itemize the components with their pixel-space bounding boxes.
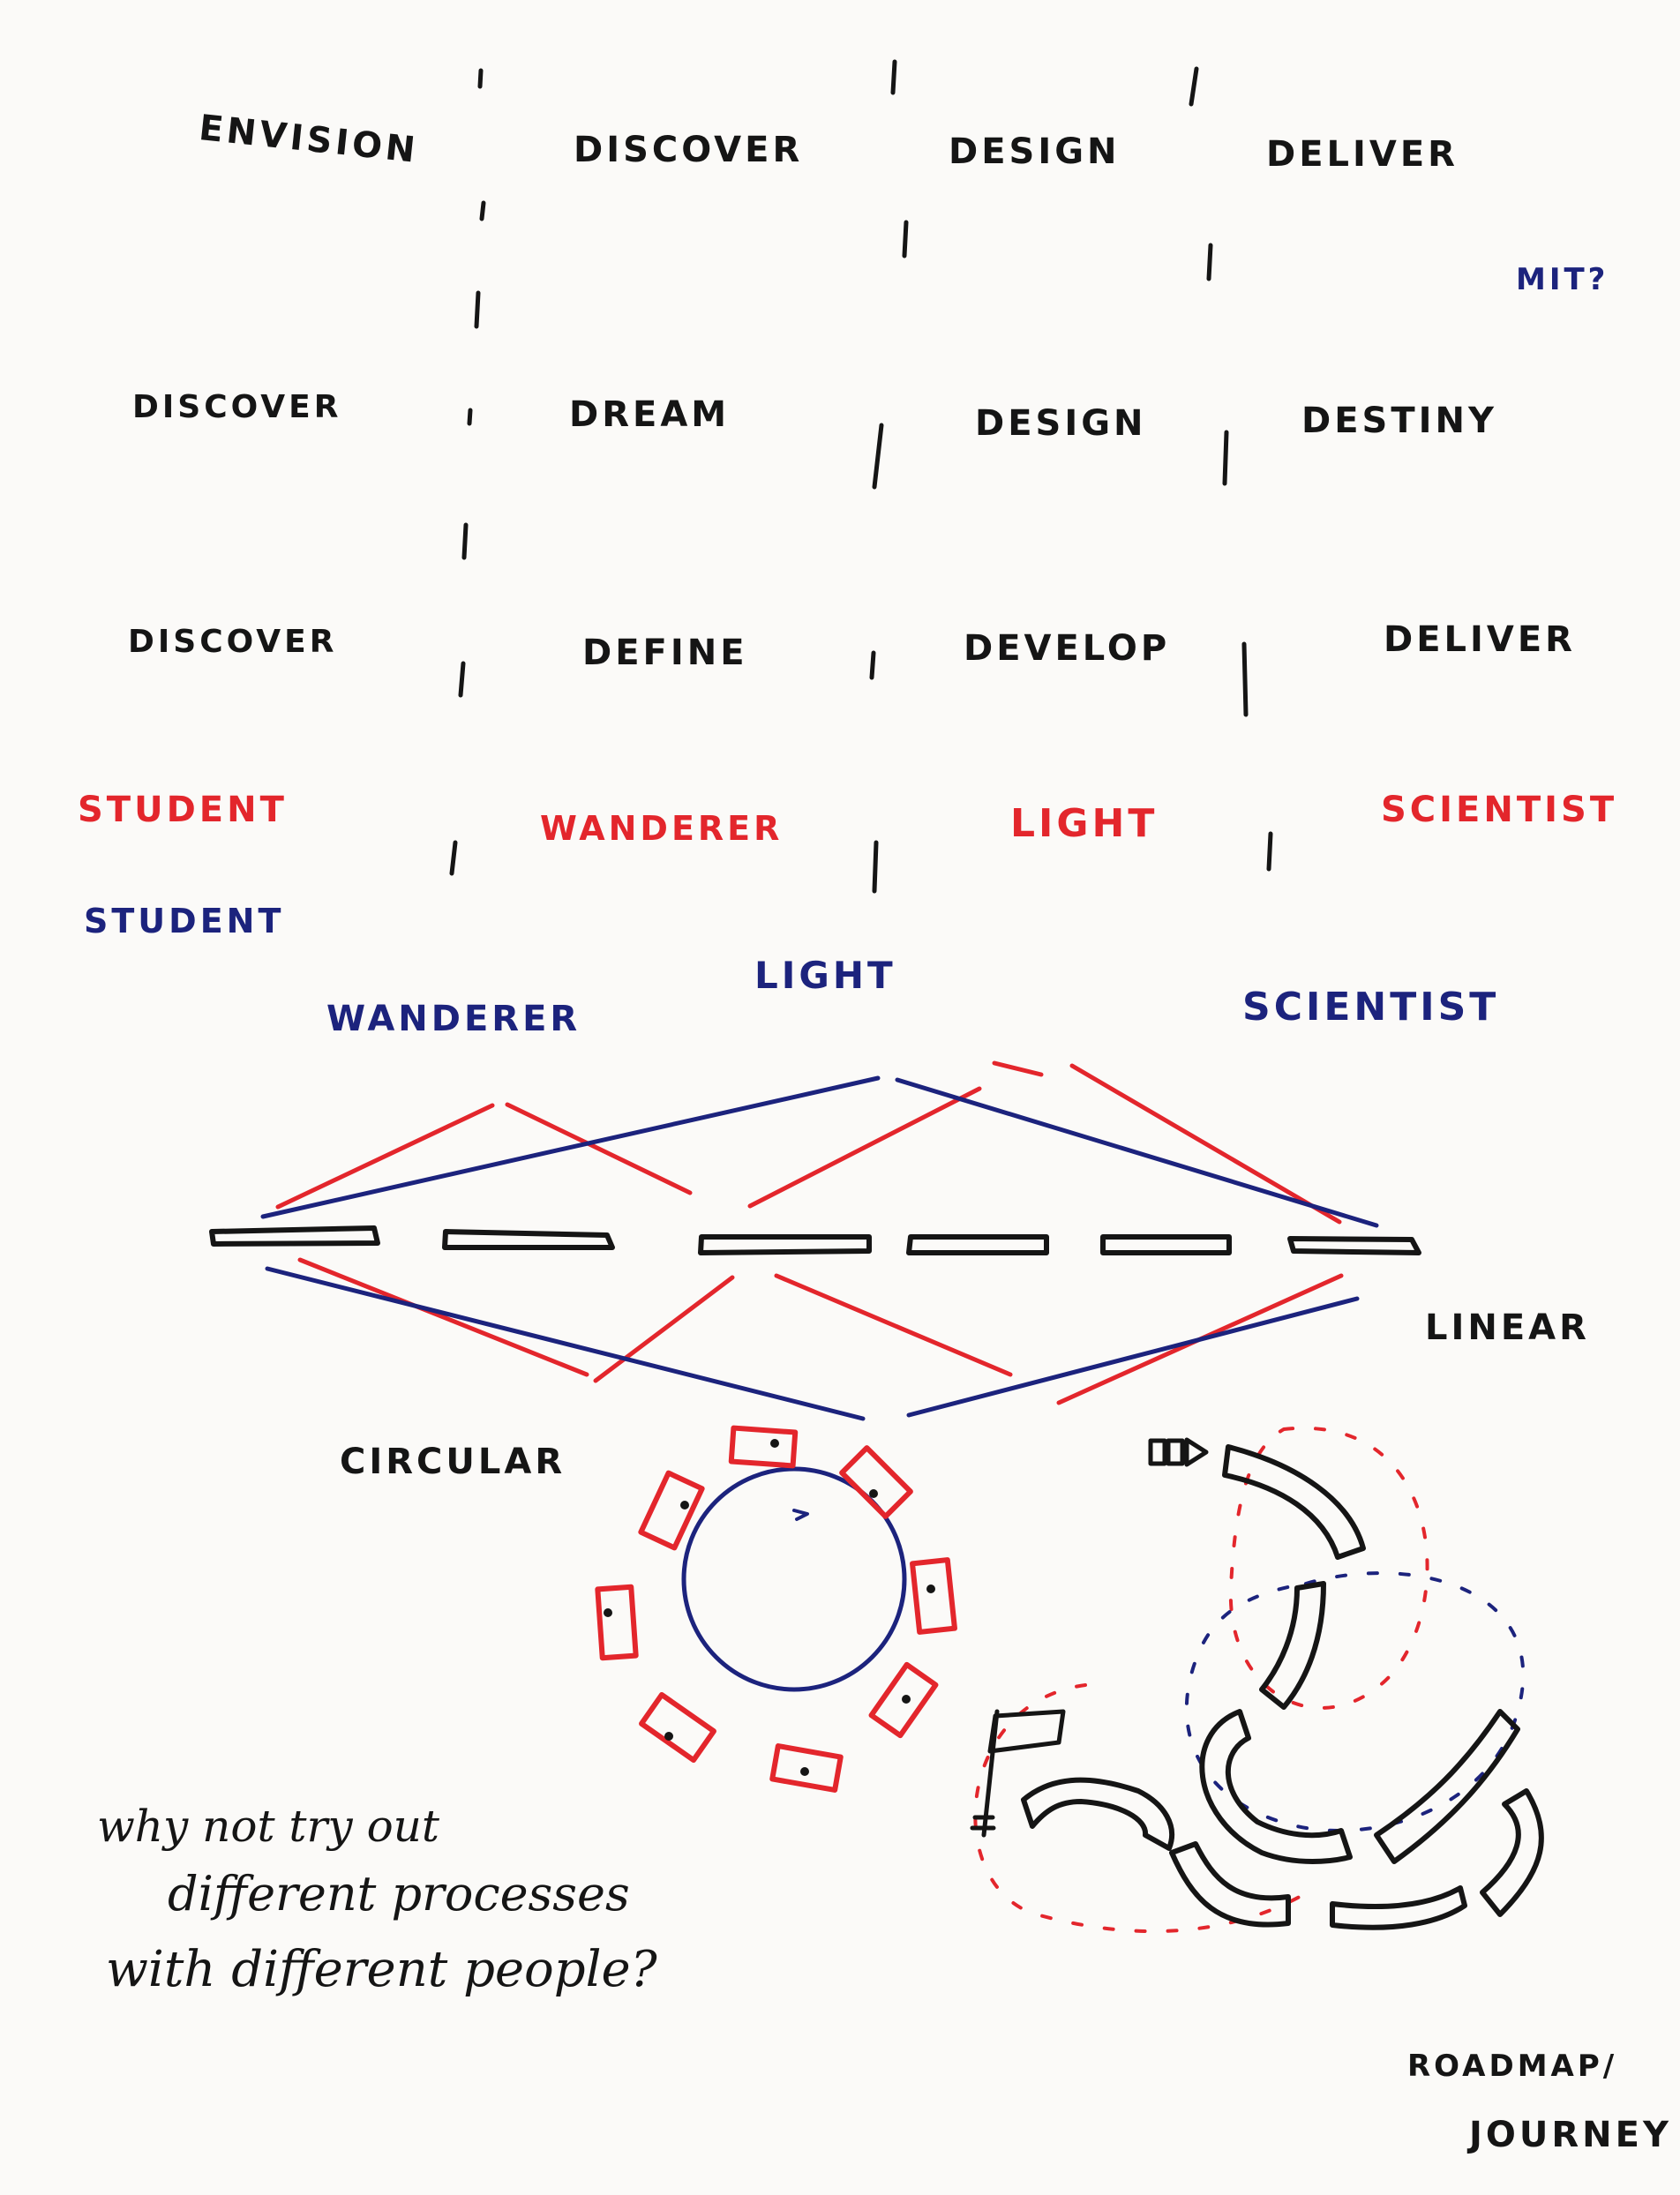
row3-define: DEFINE — [582, 633, 748, 673]
row3-deliver: DELIVER — [1384, 619, 1576, 660]
note-line-1: why not try out — [97, 1801, 439, 1852]
blue-lines — [260, 1075, 1379, 1421]
roadmap-label-line2: JOURNEY — [1469, 2115, 1672, 2155]
roadmap-diagram — [970, 1426, 1544, 1934]
blue-label-wanderer: WANDERER — [326, 999, 581, 1039]
column-separators — [449, 59, 1273, 894]
blue-label-scientist: SCIENTIST — [1242, 985, 1500, 1030]
blue-label-light: LIGHT — [754, 954, 896, 997]
blue-label-student: STUDENT — [84, 902, 285, 940]
row1-deliver: DELIVER — [1266, 134, 1459, 175]
row4-student: STUDENT — [78, 790, 288, 830]
row1-design: DESIGN — [949, 131, 1121, 172]
circular-diagram — [595, 1425, 957, 1793]
row3-develop: DEVELOP — [964, 628, 1171, 669]
row4-light: LIGHT — [1010, 801, 1159, 846]
row1-discover: DISCOVER — [574, 130, 804, 170]
note-line-3: with different people? — [106, 1941, 657, 1998]
red-lines — [275, 1060, 1344, 1405]
linear-bars — [209, 1225, 1421, 1255]
row4-scientist: SCIENTIST — [1381, 790, 1618, 830]
row2-destiny: DESTINY — [1301, 401, 1497, 441]
row2-discover: DISCOVER — [132, 389, 342, 425]
row2-dream: DREAM — [569, 394, 731, 435]
mit-question-note: MIT? — [1516, 262, 1609, 297]
row2-design: DESIGN — [975, 403, 1147, 444]
roadmap-label-line1: ROADMAP/ — [1407, 2049, 1618, 2084]
linear-label: LINEAR — [1425, 1307, 1590, 1348]
row3-discover: DISCOVER — [128, 624, 338, 660]
row4-wanderer: WANDERER — [540, 809, 784, 848]
note-line-2: different processes — [168, 1866, 630, 1922]
circular-label: CIRCULAR — [340, 1442, 566, 1482]
